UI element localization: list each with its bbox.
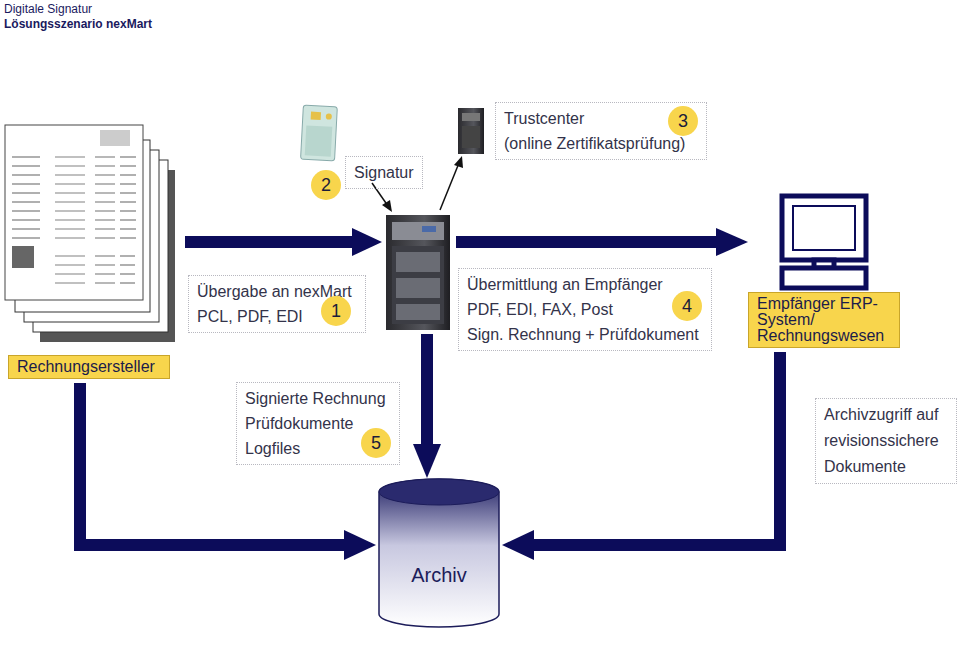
node-text: Übergabe an nexMart (197, 279, 335, 304)
flow-connector (80, 383, 376, 560)
flow-arrow (185, 228, 748, 478)
handover-box: Übergabe an nexMartPCL, PDF, EDI1 (188, 275, 366, 333)
node-text: Prüfdokumente (245, 411, 359, 436)
node-text: Sign. Rechnung + Prüfdokument (467, 322, 703, 347)
callout-number: 2 (311, 170, 341, 200)
trustcenter-server (458, 108, 484, 154)
callout-number: 4 (672, 291, 702, 321)
recipient-box: Empfänger ERP-System/ Rechnungswesen (748, 292, 900, 348)
sender-box: Rechnungsersteller (8, 355, 170, 379)
archive-content-box: Signierte RechnungPrüfdokumenteLogfiles5 (236, 382, 400, 465)
node-text: Signatur (354, 160, 414, 185)
callout-number: 4 (672, 291, 702, 321)
node-text: Empfänger ERP-System/ Rechnungswesen (757, 296, 891, 344)
callout-number: 3 (668, 106, 698, 136)
node-text: Trustcenter (504, 106, 660, 131)
node-text: PDF, EDI, FAX, Post (467, 297, 703, 322)
cylinder-shape (378, 478, 500, 628)
nexmart-server (386, 215, 450, 330)
trustcenter-box: Trustcenter(online Zertifikatsprüfung) 3 (495, 102, 707, 160)
node-text: (online Zertifikatsprüfung) (504, 131, 660, 156)
invoice-stack (5, 125, 175, 342)
node-text: PCL, PDF, EDI (197, 304, 335, 329)
callout-number: 5 (361, 428, 391, 458)
callout-number: 1 (321, 296, 351, 326)
callout-number: 5 (361, 428, 391, 458)
node-text: Übermittlung an Empfänger (467, 272, 703, 297)
node-text: Archivzugriff auf revisionssichere Dokum… (824, 402, 948, 480)
signature-card (301, 105, 338, 161)
node-text: Logfiles (245, 436, 359, 461)
subtitle: Lösungsszenario nexMart (4, 17, 152, 32)
page-title: Digitale Signatur (4, 2, 92, 17)
archive-access-box: Archivzugriff auf revisionssichere Dokum… (815, 398, 957, 484)
recipient-monitor (782, 196, 866, 288)
callout-number: 1 (321, 296, 351, 326)
node-text: Rechnungsersteller (17, 359, 161, 375)
flow-connector (502, 352, 780, 560)
node-text: Signierte Rechnung (245, 386, 359, 411)
callout-number: 2 (311, 170, 341, 200)
node-text: Archiv (378, 564, 500, 587)
signature-box: Signatur (345, 156, 423, 189)
archive-cylinder: Archiv (378, 478, 500, 628)
callout-number: 3 (668, 106, 698, 136)
transmission-box: Übermittlung an EmpfängerPDF, EDI, FAX, … (458, 268, 712, 351)
